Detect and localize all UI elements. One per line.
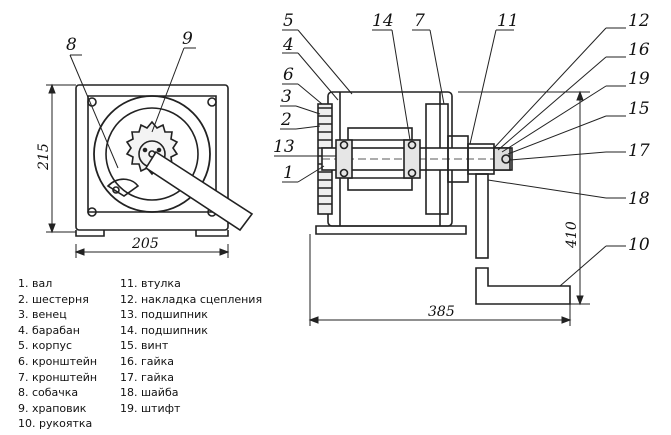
legend-item: 13. подшипник [120,308,208,322]
callout-5: 5 [283,11,294,31]
legend-item: 5. корпус [18,339,73,353]
front-leaders [69,47,196,169]
callout-3: 3 [281,87,292,107]
callout-13: 13 [273,137,295,157]
legend-item: 11. втулка [120,277,181,290]
parts-legend-right: 11. втулка 12. накладка сцепления 13. по… [120,276,262,416]
legend-item: 8. собачка [18,386,79,400]
parts-legend-left: 1. вал 2. шестерня 3. венец 4. барабан 5… [18,276,97,432]
dimension-front-width: 205 [131,236,159,252]
callout-19: 19 [628,69,650,89]
legend-item: 7. кронштейн [18,370,98,384]
callout-8: 8 [66,35,77,55]
callout-14: 14 [372,11,394,31]
callout-9: 9 [182,29,193,49]
legend-item: 19. штифт [120,401,181,415]
legend-item: 4. барабан [18,323,80,337]
side-leaders [274,27,626,287]
legend-item: 1. вал [18,277,53,290]
callout-17: 17 [628,141,650,161]
legend-item: 16. гайка [120,354,175,368]
legend-item: 3. венец [18,308,67,322]
callout-10: 10 [628,235,650,255]
legend-item: 2. шестерня [18,292,89,306]
dimension-side-length: 385 [428,304,455,320]
callout-12: 12 [628,11,650,31]
legend-item: 12. накладка сцепления [120,292,263,306]
legend-item: 18. шайба [120,386,179,400]
legend-item: 14. подшипник [120,323,208,337]
front-dimensions [46,83,230,258]
callout-1: 1 [283,163,294,183]
callout-2: 2 [280,110,292,130]
callout-16: 16 [628,40,650,60]
legend-item: 9. храповик [18,401,87,415]
legend-item: 6. кронштейн [18,354,98,368]
callout-18: 18 [628,189,650,209]
legend-item: 17. гайка [120,370,175,384]
dimension-front-height: 215 [36,143,52,171]
callout-6: 6 [283,65,294,85]
legend-item: 15. винт [120,339,169,353]
side-dimensions [308,90,590,326]
front-view [75,84,254,237]
callout-7: 7 [414,11,425,31]
dimension-side-height: 410 [564,221,580,249]
legend-item: 10. рукоятка [18,417,93,431]
callout-15: 15 [628,99,650,119]
callout-4: 4 [282,35,294,55]
callout-11: 11 [497,11,519,31]
side-view [315,91,571,305]
